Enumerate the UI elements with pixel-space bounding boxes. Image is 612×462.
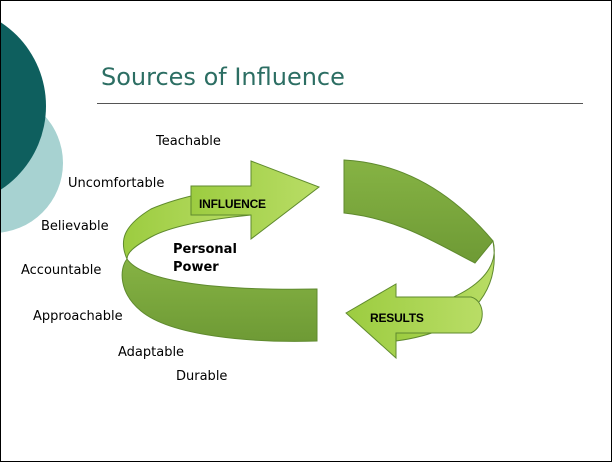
trait-believable: Believable xyxy=(41,219,109,234)
trait-durable: Durable xyxy=(176,369,228,384)
right-ribbon-band xyxy=(343,159,494,264)
trait-approachable: Approachable xyxy=(33,309,123,324)
title-underline xyxy=(97,103,583,104)
personal-power-line1: Personal xyxy=(173,242,237,257)
slide-title: Sources of Influence xyxy=(101,63,345,91)
trait-adaptable: Adaptable xyxy=(118,345,185,360)
influence-arrow xyxy=(190,160,321,241)
results-arrow-label: RESULTS xyxy=(370,311,424,325)
trait-teachable: Teachable xyxy=(156,134,221,149)
personal-power-label: Personal Power xyxy=(173,241,237,277)
dark-teal-circle xyxy=(1,22,46,190)
influence-arrow-label: INFLUENCE xyxy=(199,197,266,211)
results-arrow xyxy=(345,283,483,360)
personal-power-line2: Power xyxy=(173,260,219,275)
trait-accountable: Accountable xyxy=(21,263,102,278)
trait-uncomfortable: Uncomfortable xyxy=(68,176,165,191)
decorative-circles xyxy=(1,22,63,233)
left-ribbon-bottom-band xyxy=(121,258,318,342)
